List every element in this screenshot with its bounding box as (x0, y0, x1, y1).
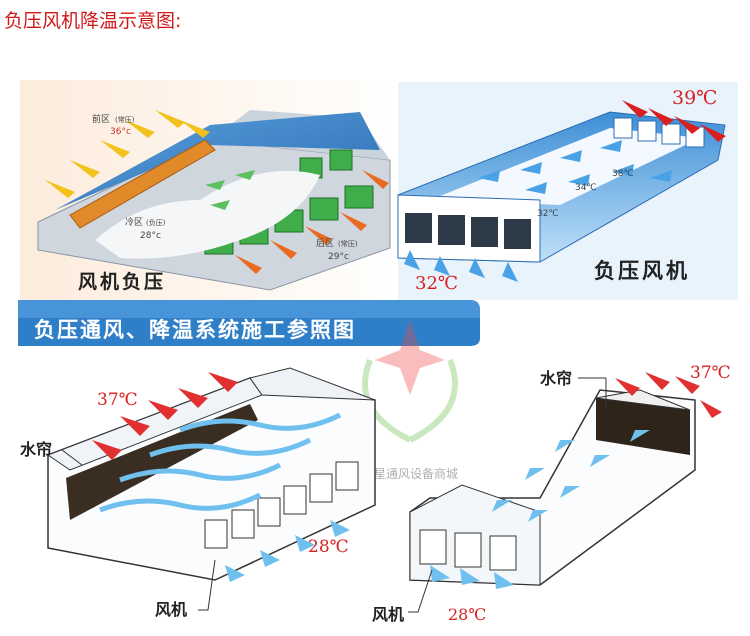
panel2-temp-out: 32℃ (415, 273, 458, 294)
rear-zone-note: (常压) (338, 239, 358, 248)
roof (55, 112, 380, 210)
box-interior (430, 128, 700, 205)
rear-zone-label: 后区 (316, 238, 334, 249)
front-zone-note: (常压) (115, 115, 135, 124)
panel1-negative-pressure-diagram: 前区 (常压) 36°c 冷区 (负压) 28°c 后区 (常压) 29°c 风… (20, 80, 400, 300)
panel3-construction-left: 37℃ 水帘 28℃ 风机 (20, 367, 376, 619)
panel2-fans (405, 213, 531, 249)
panel4-fan-label: 风机 (372, 605, 404, 624)
panel3-temp-in: 37℃ (97, 390, 138, 410)
panel4-temp-out: 28℃ (448, 605, 486, 624)
panel2-hot-arrows (622, 100, 726, 142)
cold-temp: 28°c (140, 231, 161, 241)
panel2-temp-38: 38℃ (612, 169, 634, 179)
panel2-temp-32-inner: 32℃ (537, 209, 559, 219)
panel3-cool-flow (99, 412, 342, 513)
panel2-temp-34: 34℃ (575, 183, 597, 193)
cold-zone-label: 冷区 (125, 216, 143, 228)
page-title: 负压风机降温示意图: (4, 10, 182, 32)
cold-zone-note: (负压) (146, 218, 166, 227)
panel3-water-curtain-label: 水帘 (20, 440, 52, 459)
banner (18, 300, 480, 346)
water-curtain (66, 404, 258, 520)
panel4-hot-arrows (615, 372, 722, 418)
panel4-water-curtain-label: 水帘 (540, 369, 572, 388)
panel2-cool-arrows (404, 250, 518, 282)
panel4-temp-in: 37℃ (690, 363, 731, 383)
panel2-caption: 负压风机 (594, 258, 690, 283)
panel4-construction-right: 水帘 37℃ 风机 28℃ (372, 363, 731, 624)
water-pad (69, 139, 216, 229)
front-temp: 36°c (110, 127, 131, 137)
panel1-caption: 风机负压 (78, 270, 166, 293)
panel4-water-curtain (596, 398, 690, 455)
exhaust-arrows (235, 170, 389, 274)
panel2-temp-in: 39℃ (672, 87, 717, 109)
panel4-fans (419, 529, 517, 571)
watermark-text: 五星通风设备商城 (362, 466, 458, 481)
panel2-negative-pressure-fan-diagram: 39℃ 38℃ 34℃ 32℃ 32℃ 负压风机 (397, 82, 738, 300)
panel3-fans (204, 461, 359, 549)
banner-title: 负压通风、降温系统施工参照图 (34, 318, 356, 342)
hot-air-arrows (45, 110, 210, 198)
rear-temp: 29°c (328, 252, 349, 262)
panel3-temp-out: 28℃ (308, 537, 349, 557)
front-zone-label: 前区 (92, 113, 110, 125)
panel3-hot-arrows (92, 372, 238, 460)
panel3-fan-label: 风机 (155, 600, 187, 619)
